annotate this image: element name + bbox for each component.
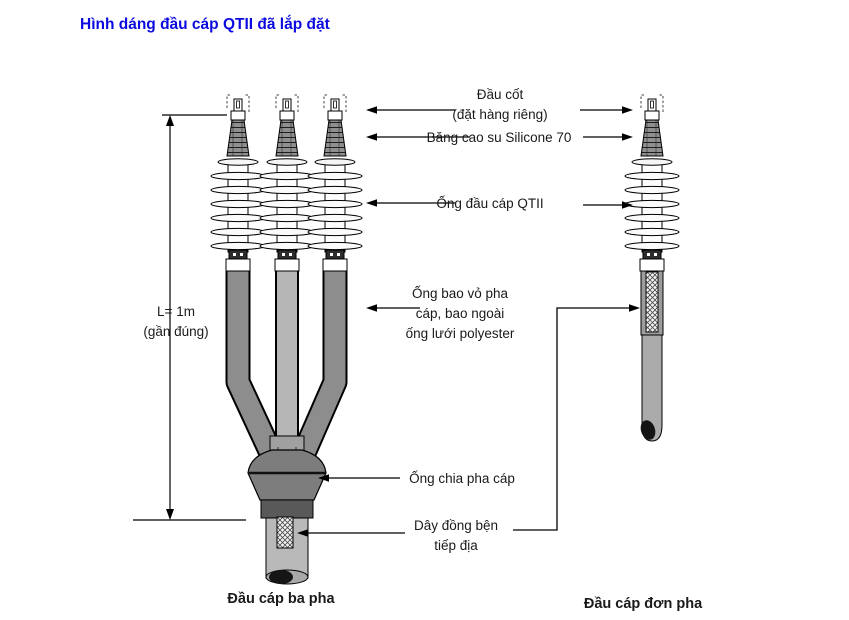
- single-phase-braid-window: [645, 271, 659, 333]
- caption-single-phase: Đầu cáp đơn pha: [583, 596, 703, 612]
- callout-qtii-tube: Ống đầu cáp QTII: [436, 196, 544, 211]
- arrow-silicone-tape-right: [583, 133, 633, 141]
- callout-ground-wire: Dây đồng bện tiếp địa: [414, 516, 498, 556]
- callout-phase-sheath-line2: cáp, bao ngoài: [415, 306, 505, 321]
- callout-ground-wire-line1: Dây đồng bện: [413, 518, 499, 533]
- page-title: Hình dáng đầu cáp QTII đã lắp đặt: [80, 16, 330, 33]
- arrow-breakout-left: [318, 474, 400, 482]
- dimension-label: L= 1m (gần đúng): [143, 302, 208, 342]
- phase-stack-left: [210, 94, 266, 272]
- arrow-ground-wire-left: [297, 529, 405, 537]
- arrow-terminal-lug-left: [366, 106, 455, 114]
- dimension-label-line1: L= 1m: [157, 304, 195, 319]
- single-phase-stack: [624, 94, 680, 272]
- dimension-line: [133, 114, 246, 521]
- dimension-arrow-down: [166, 509, 174, 520]
- breakout-boot: [247, 435, 327, 519]
- arrow-qtii-tube-right: [583, 201, 633, 209]
- caption-three-phase: Đầu cáp ba pha: [227, 591, 335, 607]
- phase-stack-center: [259, 94, 315, 272]
- callout-ground-wire-line2: tiếp địa: [434, 538, 478, 553]
- dimension-label-line2: (gần đúng): [143, 324, 209, 339]
- single-phase-termination: [624, 94, 680, 442]
- callout-terminal-lug: Đầu cốt (đặt hàng riêng): [452, 85, 547, 125]
- arrow-silicone-tape-left: [366, 133, 470, 141]
- callout-terminal-lug-line1: Đầu cốt: [476, 87, 524, 102]
- three-phase-termination: [210, 94, 363, 585]
- arrow-ground-wire-elbow-right: [513, 304, 640, 531]
- phase-stack-right: [307, 94, 363, 272]
- arrow-qtii-tube-left: [366, 199, 455, 207]
- arrow-terminal-lug-right: [580, 106, 633, 114]
- arrow-phase-sheath-left: [366, 304, 420, 312]
- three-phase-cable-end: [265, 516, 309, 585]
- callout-phase-sheath: Ống bao vỏ pha cáp, bao ngoài ống lưới p…: [406, 284, 515, 344]
- callout-silicone-tape: Băng cao su Silicone 70: [426, 130, 572, 145]
- ground-braid-window: [276, 516, 294, 549]
- callout-terminal-lug-line2: (đặt hàng riêng): [452, 107, 548, 122]
- dimension-arrow-up: [166, 115, 174, 126]
- phase-sheath-tubes: [225, 268, 348, 460]
- callout-breakout: Ống chia pha cáp: [409, 471, 515, 486]
- callout-phase-sheath-line1: Ống bao vỏ pha: [411, 286, 509, 301]
- callout-phase-sheath-line3: ống lưới polyester: [405, 326, 515, 341]
